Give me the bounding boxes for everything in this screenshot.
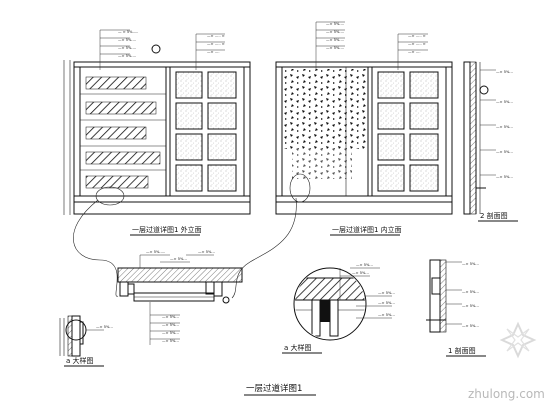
svg-text:—∞ 5%…: —∞ 5%… xyxy=(462,324,479,328)
leaf-pattern-panel xyxy=(281,66,369,197)
elevation-exterior: — ∞ 5%….. —∞ 5%…. —∞ 5%…. —∞ 5%…. —∞ …..… xyxy=(63,29,251,236)
svg-text:—∞ 5%…: —∞ 5%… xyxy=(378,301,395,305)
svg-text:—∞ 5%….: —∞ 5%…. xyxy=(326,38,344,42)
svg-text:—∞ 5%….: —∞ 5%…. xyxy=(326,30,344,34)
svg-text:—∞ 5%…: —∞ 5%… xyxy=(162,323,179,327)
svg-text:—∞ 5%…: —∞ 5%… xyxy=(496,175,513,179)
detail-leader-curve-right xyxy=(231,197,297,299)
caption-detail-a: a 大样图 xyxy=(66,356,94,365)
window-grid xyxy=(169,66,245,197)
detail-cloud-right xyxy=(289,173,311,203)
caption-elevation-left: 一层过道详图1 外立面 xyxy=(132,225,202,234)
svg-text:—∞ 5%…: —∞ 5%… xyxy=(162,331,179,335)
svg-text:—∞ 5%…: —∞ 5%… xyxy=(496,100,513,104)
leader-notes-detail-a: —∞ 5%….. —∞ 5%… —∞ 5%… —∞ 5%… —∞ 5%… —∞ … xyxy=(139,250,215,345)
detail-joint-b: —∞ 5%… —∞ 5%… —∞ 5%… —∞ 5%… —∞ 5%… a 大样图 xyxy=(282,263,395,354)
svg-text:—∞ 5%….: —∞ 5%…. xyxy=(118,46,136,50)
svg-text:—∞ 5%…: —∞ 5%… xyxy=(462,290,479,294)
svg-text:—∞ 5%…: —∞ 5%… xyxy=(170,257,187,261)
svg-text:—∞ 5%…..: —∞ 5%….. xyxy=(146,250,165,254)
hatched-wall-panel xyxy=(79,66,167,197)
leader-notes-section-2: —∞ 5%… —∞ 5%… —∞ 5%… —∞ 5%… —∞ 5%… xyxy=(480,69,513,179)
svg-text:—∞ ….. ∞: —∞ ….. ∞ xyxy=(207,34,225,38)
svg-text:—∞ 5%…: —∞ 5%… xyxy=(496,125,513,129)
svg-text:—∞ 5%….: —∞ 5%…. xyxy=(326,46,344,50)
caption-section-2: 2 剖面图 xyxy=(480,211,508,220)
detail-section-a: —∞ 5%… a 大样图 xyxy=(59,315,113,367)
leader-notes-right: —∞ 5%…. —∞ 5%…. —∞ 5%…. —∞ 5%…. —∞ ….. ∞… xyxy=(315,21,428,70)
section-1: —∞ 5%… —∞ 5%… —∞ 5%… —∞ 5%… 1 剖面图 xyxy=(426,259,486,357)
leader-notes-section-1: —∞ 5%… —∞ 5%… —∞ 5%… —∞ 5%… xyxy=(446,261,479,328)
svg-text:—∞ 5%…: —∞ 5%… xyxy=(378,291,395,295)
detail-cloud-left xyxy=(95,186,125,206)
svg-text:—∞ 5%…: —∞ 5%… xyxy=(356,263,373,267)
svg-text:—∞ 5%…: —∞ 5%… xyxy=(96,325,113,329)
leader-notes-left: — ∞ 5%….. —∞ 5%…. —∞ 5%…. —∞ 5%…. —∞ …..… xyxy=(99,29,225,70)
svg-text:—∞ 5%…: —∞ 5%… xyxy=(462,304,479,308)
svg-text:— ∞ 5%…..: — ∞ 5%….. xyxy=(118,30,138,34)
svg-text:—∞ 5%…: —∞ 5%… xyxy=(496,70,513,74)
svg-text:—∞ 5%…: —∞ 5%… xyxy=(496,150,513,154)
svg-text:—∞ 5%…: —∞ 5%… xyxy=(198,250,215,254)
watermark-text: zhulong.com xyxy=(468,387,545,401)
leader-notes-detail-b: —∞ 5%… —∞ 5%… —∞ 5%… —∞ 5%… —∞ 5%… xyxy=(339,263,395,319)
svg-text:—∞ 5%…: —∞ 5%… xyxy=(462,262,479,266)
svg-text:—∞ ….. ∞: —∞ ….. ∞ xyxy=(408,42,426,46)
svg-text:—∞ 5%….: —∞ 5%…. xyxy=(118,54,136,58)
svg-text:—∞ 5%….: —∞ 5%…. xyxy=(118,38,136,42)
svg-text:—∞ ….. ∞: —∞ ….. ∞ xyxy=(408,34,426,38)
caption-section-1: 1 剖面图 xyxy=(448,346,476,355)
detail-leader-curve-left xyxy=(73,199,119,297)
detail-plan-a: —∞ 5%….. —∞ 5%… —∞ 5%… —∞ 5%… —∞ 5%… —∞ … xyxy=(117,250,243,345)
sheet-title: 一层过道详图1 xyxy=(246,383,302,394)
svg-text:—∞ 5%…: —∞ 5%… xyxy=(162,339,179,343)
window-grid-right xyxy=(371,66,447,197)
watermark-logo xyxy=(499,321,537,359)
callout-circle xyxy=(151,44,161,54)
svg-text:—∞ 5%….: —∞ 5%…. xyxy=(326,22,344,26)
svg-text:—∞ 5%…: —∞ 5%… xyxy=(352,271,369,275)
caption-detail-b: a 大样图 xyxy=(284,343,312,352)
svg-text:—∞ ….: —∞ …. xyxy=(207,50,219,54)
svg-text:—∞ 5%…: —∞ 5%… xyxy=(162,315,179,319)
section-2: —∞ 5%… —∞ 5%… —∞ 5%… —∞ 5%… —∞ 5%… 2 剖面图 xyxy=(463,61,518,222)
caption-elevation-right: 一层过道详图1 内立面 xyxy=(332,225,402,234)
elevation-interior: —∞ 5%…. —∞ 5%…. —∞ 5%…. —∞ 5%…. —∞ ….. ∞… xyxy=(275,21,453,236)
svg-text:—∞ ….: —∞ …. xyxy=(408,50,420,54)
svg-text:—∞ 5%…: —∞ 5%… xyxy=(378,313,395,317)
svg-text:—∞ ….. ∞: —∞ ….. ∞ xyxy=(207,42,225,46)
